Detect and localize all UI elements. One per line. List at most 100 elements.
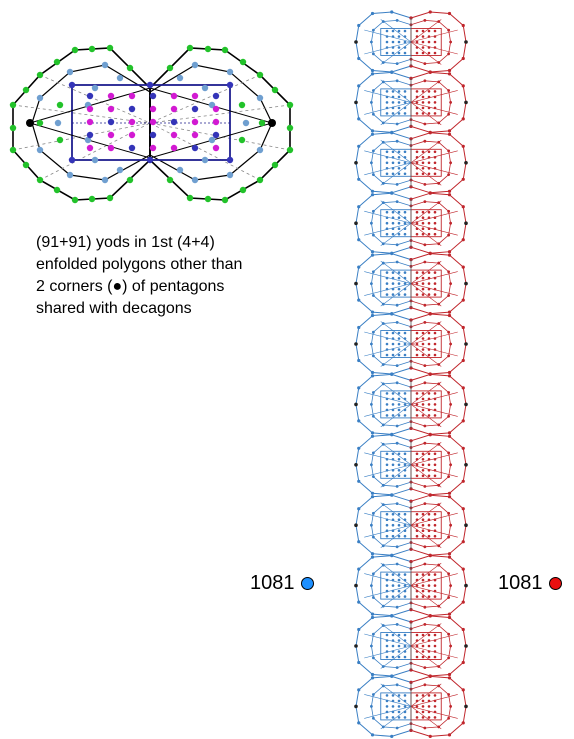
stack-yod (403, 172, 407, 176)
stack-yod (403, 342, 407, 346)
inner-yod (212, 105, 220, 113)
green-yod (258, 119, 266, 127)
stack-yod (427, 512, 431, 516)
stack-yod (370, 495, 375, 499)
stack-yod (403, 101, 407, 104)
stack-yod (423, 485, 427, 488)
stack-yod (433, 699, 437, 703)
stack-yod (427, 639, 431, 642)
stack-yod (381, 201, 385, 205)
green-yod (271, 161, 279, 169)
stack-yod (381, 604, 385, 608)
stack-yod (397, 348, 401, 351)
stack-yod (403, 458, 407, 461)
stack-yod (447, 535, 451, 539)
stack-yod (381, 382, 385, 386)
stack-yod (403, 595, 407, 598)
stack-yod (415, 161, 419, 165)
enfolded-polygons-figure (9, 44, 294, 204)
stack-yod (423, 364, 427, 367)
stack-yod (403, 578, 407, 582)
stack-yod (357, 265, 361, 269)
inner-yod (170, 92, 178, 100)
stack-yod (421, 694, 425, 697)
stack-yod (427, 282, 431, 285)
stack-yod (381, 725, 385, 729)
stack-yod (391, 705, 395, 708)
stack-yod (421, 51, 425, 55)
stack-yod (395, 200, 399, 204)
stack-yod (381, 665, 385, 668)
stack-yod (371, 270, 375, 274)
stack-yod (447, 414, 451, 418)
stack-yod (437, 624, 441, 627)
stack-spoke (410, 79, 442, 103)
stack-yod (433, 529, 437, 532)
stack-yod (415, 331, 419, 335)
stack-yod (427, 353, 431, 357)
stack-yod (447, 250, 452, 254)
stack-yod (403, 716, 407, 719)
stack-yod (390, 191, 394, 195)
stack-yod (421, 595, 425, 598)
stack-yod (415, 408, 419, 412)
stack-yod (391, 523, 395, 527)
stack-rect (410, 28, 442, 56)
stack-yod (357, 84, 361, 88)
stack-yod (403, 216, 407, 219)
stack-yod (397, 408, 401, 412)
stack-spoke (380, 41, 412, 65)
stack-spoke (380, 260, 412, 284)
stack-yod (385, 655, 389, 659)
stack-spoke (410, 404, 442, 428)
dashed-guides (12, 74, 291, 181)
stack-yod (447, 555, 452, 559)
stack-yod (385, 578, 389, 582)
stack-yod (415, 534, 419, 538)
stack-yod (415, 469, 419, 472)
stack-yod (427, 29, 431, 33)
stack-yod (421, 716, 425, 719)
stack-corner (464, 100, 468, 105)
stack-yod (421, 40, 425, 44)
stack-yod (385, 90, 389, 93)
stack-yod (427, 46, 431, 49)
stack-yod (403, 150, 407, 154)
stack-yod (433, 353, 437, 357)
stack-yod (433, 232, 437, 236)
inner-yod (128, 144, 136, 152)
stack-yod (433, 101, 437, 104)
stack-yod (447, 451, 451, 455)
stack-yod (397, 167, 401, 170)
stack-yod (421, 232, 425, 236)
caption-line-2: enfolded polygons other than (36, 256, 243, 273)
green-yod (221, 46, 229, 54)
green-yod (166, 176, 174, 184)
stack-yod (397, 655, 401, 659)
stack-rect (410, 692, 442, 721)
stack-yod (427, 469, 431, 472)
stack-yod (371, 693, 375, 696)
stack-yod (415, 106, 419, 110)
stack-yod (371, 596, 375, 599)
stack-yod (370, 193, 375, 197)
stack-yod (421, 397, 425, 401)
stack-yod (415, 458, 419, 461)
polygon-stack (354, 10, 468, 739)
stack-yod (447, 370, 452, 375)
stack-yod (427, 595, 431, 598)
stack-yod (403, 112, 407, 115)
green-yod (239, 58, 247, 66)
stack-yod (423, 260, 427, 264)
stack-yod (397, 403, 401, 406)
stack-yod (461, 177, 465, 181)
stack-figure (354, 131, 468, 195)
stack-yod (397, 150, 401, 154)
right-inner-polygon (149, 64, 273, 181)
stack-yod (397, 216, 401, 219)
stack-spoke (410, 200, 442, 224)
stack-yod (421, 469, 425, 472)
inner-yod (107, 131, 115, 139)
steel-yod (256, 146, 264, 154)
stack-yod (370, 132, 375, 136)
